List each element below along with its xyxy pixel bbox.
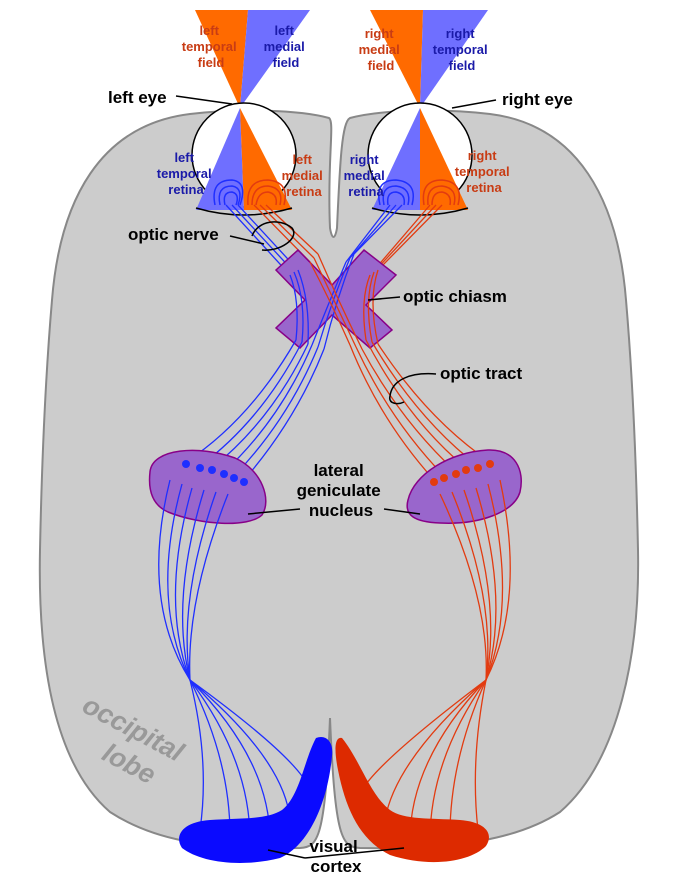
right-lgn-synapses	[430, 460, 494, 486]
leader-lines	[175, 95, 497, 859]
left-visual-cortex	[179, 736, 333, 863]
left-visual-field	[195, 10, 310, 108]
chiasm-fibers	[289, 253, 379, 350]
right-medial-retina-label: right medial retina	[344, 152, 389, 199]
visual-cortex-label: visual cortex	[310, 837, 363, 876]
optic-chiasm-label: optic chiasm	[403, 287, 507, 306]
lgn-label: lateral geniculate nucleus	[297, 461, 386, 520]
right-medial-field-cone	[370, 10, 423, 108]
left-temporal-retina-label: left temporal retina	[157, 150, 216, 197]
right-eye-label: right eye	[502, 90, 573, 109]
right-temporal-retina-label: right temporal retina	[455, 148, 514, 195]
right-temporal-field-label: right temporal field	[433, 26, 492, 73]
left-retina-arcs	[213, 179, 286, 206]
left-temporal-field-label: left temporal field	[182, 23, 241, 70]
right-temporal-field-cone	[420, 10, 488, 108]
left-lgn-synapses	[182, 460, 248, 486]
left-medial-field-label: left medial field	[264, 23, 309, 70]
right-visual-field	[370, 10, 488, 108]
left-medial-field-cone	[240, 10, 310, 108]
right-medial-field-label: right medial field	[359, 26, 404, 73]
left-optic-radiation	[158, 479, 311, 841]
left-medial-retina-label: left medial retina	[282, 152, 327, 199]
left-eye-label: left eye	[108, 88, 167, 107]
optic-tract-label: optic tract	[440, 364, 523, 383]
right-retina-arcs	[378, 179, 460, 206]
right-visual-cortex	[335, 737, 489, 863]
left-temporal-field-cone	[195, 10, 248, 108]
left-lgn-shape	[148, 449, 267, 525]
right-optic-radiation	[361, 479, 511, 841]
optic-nerve-label: optic nerve	[128, 225, 219, 244]
